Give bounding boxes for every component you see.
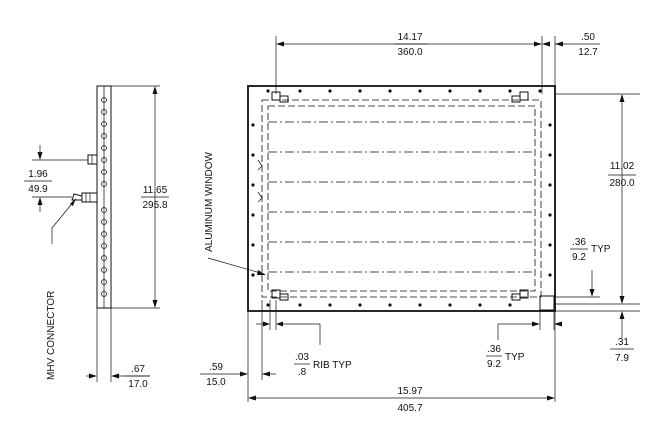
right-height-dim-inch: 11.02 [610,161,635,172]
connector-dim-inch: 1.96 [28,169,48,180]
bottom-rib-dim-mm: .8 [298,367,307,378]
aluminum-window-label: ALUMINUM WINDOW [204,151,215,252]
bottom-right-rib-dim-mm: 9.2 [487,359,501,370]
bottom-rib-dim-suffix: RIB TYP [313,360,352,371]
bottom-rib-dim-inch: .03 [295,352,309,363]
right-rib-dim-mm: 9.2 [572,252,586,263]
mhv-connector-label: MHV CONNECTOR [46,291,57,380]
top-width-dim-inch: 14.17 [397,32,422,43]
side-height-dim-mm: 295.8 [142,200,167,211]
right-rib-dim-inch: .36 [572,237,586,248]
flange-dim-inch: .50 [581,32,595,43]
mhv-connector-upper [87,154,98,165]
left-offset-dim-inch: .59 [209,362,223,373]
front-frame-inner [261,99,542,298]
corner-clamps [271,91,555,311]
front-view: ALUMINUM WINDOW 14.17 360.0 .50 12.7 11.… [200,32,640,414]
overall-width-dim-mm: 405.7 [397,403,422,414]
flange-bolts [251,89,552,307]
thickness-dim-inch: .67 [131,364,145,375]
right-offset-dim-inch: .31 [615,337,629,348]
flange-dim-mm: 12.7 [578,47,598,58]
right-rib-dim-suffix: TYP [591,244,611,255]
window-ribs [268,121,535,273]
bottom-right-rib-dim-inch: .36 [487,344,501,355]
side-height-dim-inch: 11.65 [143,185,168,196]
connector-dim-mm: 49.9 [28,184,48,195]
right-offset-dim-mm: 7.9 [615,353,629,364]
left-offset-dim-mm: 15.0 [206,377,226,388]
front-frame-outer [247,85,556,312]
side-view: 1.96 49.9 11.65 295.8 .67 17.0 MHV CONNE… [24,85,169,390]
right-height-dim-mm: 280.0 [609,178,634,189]
side-view-detail-symbols [101,97,107,297]
overall-width-dim-inch: 15.97 [397,386,422,397]
bottom-right-rib-dim-suffix: TYP [505,352,525,363]
thickness-dim-mm: 17.0 [128,379,148,390]
mhv-connector-lower [71,192,98,203]
top-width-dim-mm: 360.0 [397,47,422,58]
